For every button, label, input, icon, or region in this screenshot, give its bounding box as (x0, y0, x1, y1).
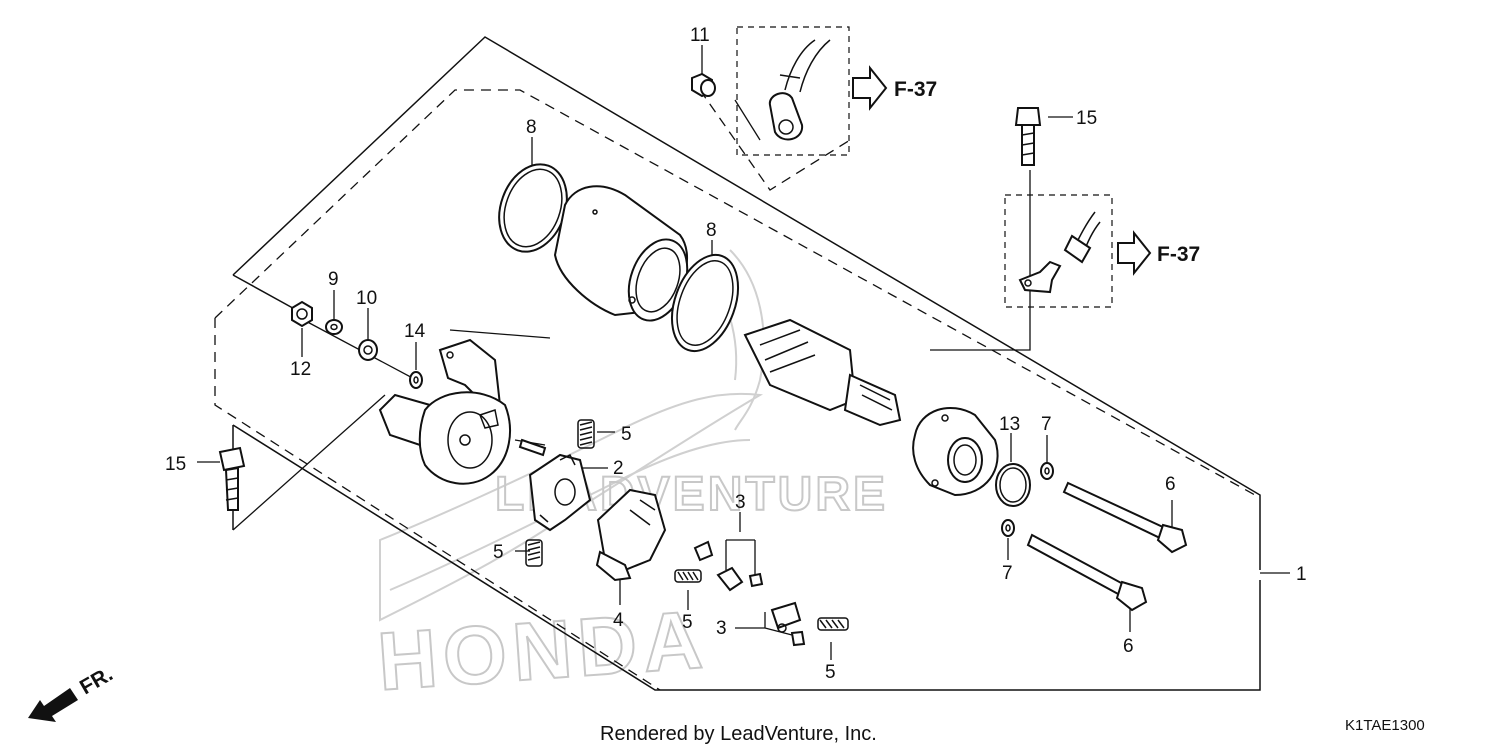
part-bolt-15a (1014, 107, 1042, 166)
part-spring-5b (525, 539, 543, 567)
part-spring-5c (674, 569, 702, 583)
part-washer-9 (325, 319, 343, 335)
callout-6-lower: 6 (1123, 636, 1134, 657)
reference-label-right: F-37 (1157, 243, 1200, 266)
callout-15-left: 15 (165, 454, 186, 475)
part-front-cover (912, 406, 999, 497)
callout-10: 10 (356, 288, 377, 309)
front-direction-indicator: FR. (28, 662, 117, 722)
callout-7-upper: 7 (1041, 414, 1052, 435)
callout-7-lower: 7 (1002, 563, 1013, 584)
part-rear-cover (378, 338, 511, 485)
arrow-icon (852, 65, 888, 111)
callout-11: 11 (690, 25, 710, 46)
diagram-code: K1TAE1300 (1345, 717, 1425, 734)
part-washer-14 (409, 371, 423, 389)
reference-box-top: F-37 (736, 26, 937, 156)
callout-5-mid: 5 (682, 612, 693, 633)
part-o-ring-8a-inner (503, 168, 563, 248)
callout-5-right: 5 (825, 662, 836, 683)
watermark-brand: HONDA (375, 594, 711, 708)
part-o-ring-13 (995, 463, 1031, 507)
callout-13: 13 (999, 414, 1020, 435)
part-brush-set-3a (693, 540, 764, 592)
front-arrow-icon (28, 688, 78, 722)
part-bolt-15b (218, 446, 246, 511)
assembly-frame (232, 36, 1261, 691)
part-motor-case (553, 185, 689, 322)
part-armature (743, 318, 902, 427)
part-washer-7a (1040, 462, 1054, 480)
callout-5-left: 5 (493, 542, 504, 563)
callout-12: 12 (290, 359, 311, 380)
footer-rendered-by: Rendered by LeadVenture, Inc. (600, 723, 877, 745)
arrow-icon (1117, 230, 1152, 276)
part-bolt-6b (1026, 533, 1148, 612)
callout-15-upper: 15 (1076, 108, 1097, 129)
part-bolt-6a (1062, 481, 1188, 554)
callout-6-upper: 6 (1165, 474, 1176, 495)
part-o-ring-13-inner (999, 467, 1027, 503)
reference-label-top: F-37 (894, 78, 937, 101)
callout-8-left: 8 (526, 117, 537, 138)
direction-label: FR. (76, 662, 117, 699)
part-o-ring-8b-inner (676, 260, 734, 346)
part-nut-11 (691, 72, 716, 98)
callout-2: 2 (613, 458, 624, 479)
callout-3-lower: 3 (716, 618, 727, 639)
part-bushing-10 (358, 339, 378, 361)
watermark: HONDA LEADVENTURE (374, 249, 886, 709)
part-spring-5a (577, 419, 595, 449)
callouts: 1 2 3 3 4 5 5 5 5 6 6 7 7 8 8 9 10 11 12… (165, 25, 1307, 683)
callout-3-upper: 3 (735, 492, 746, 513)
part-washer-7b (1001, 519, 1015, 537)
part-spring-5d (817, 617, 849, 631)
part-nut-12 (291, 300, 313, 328)
inner-dashed-boundary (214, 89, 1256, 691)
callout-14: 14 (404, 321, 426, 342)
callout-5-top: 5 (621, 424, 632, 445)
part-brush-holder-2 (518, 438, 592, 532)
reference-box-right: F-37 (1004, 194, 1200, 308)
callout-1: 1 (1296, 564, 1307, 585)
part-brush-set-3b (770, 601, 806, 647)
callout-4: 4 (613, 610, 624, 631)
part-brush-holder-4 (595, 488, 667, 582)
callout-9: 9 (328, 269, 339, 290)
callout-8-right: 8 (706, 220, 717, 241)
